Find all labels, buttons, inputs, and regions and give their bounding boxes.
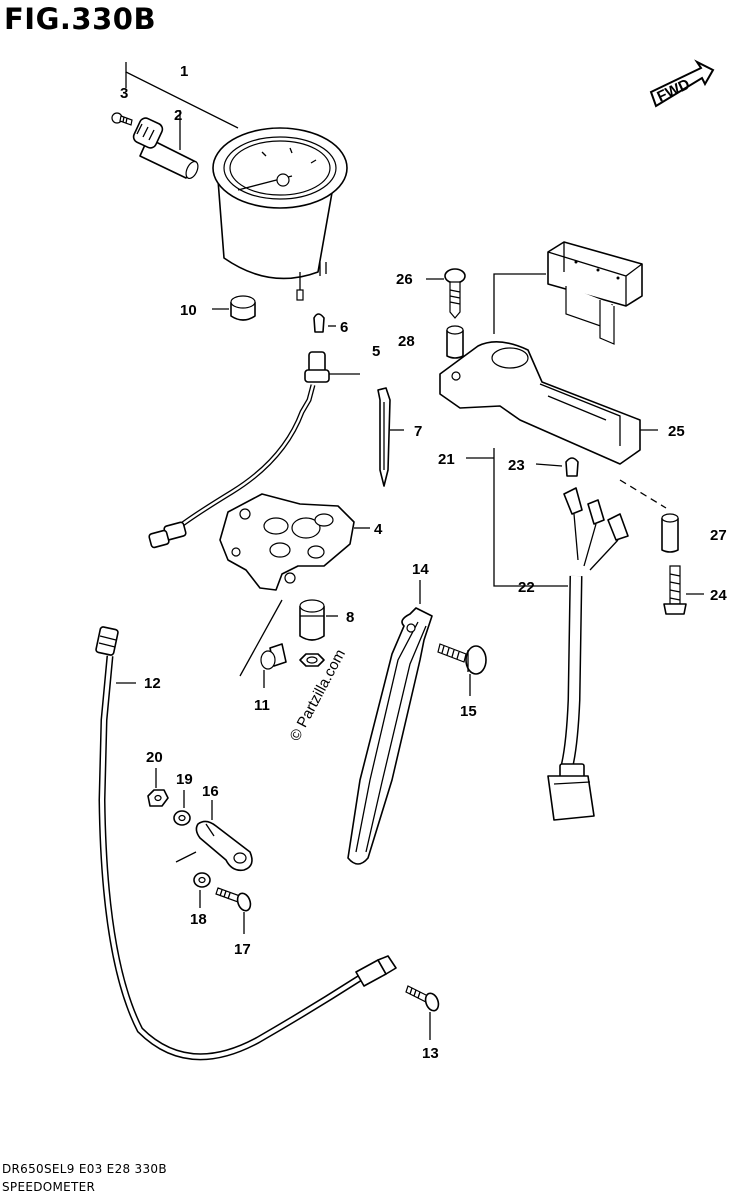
part-25-housing-drawing [439, 241, 658, 465]
callout-2: 2 [174, 107, 182, 124]
speedometer-assembly-drawing [125, 62, 348, 301]
callout-17: 17 [234, 941, 251, 958]
part-27-collar-drawing [619, 479, 679, 553]
callout-11: 11 [254, 697, 270, 714]
callout-13: 13 [422, 1045, 439, 1062]
callout-12: 12 [144, 675, 161, 692]
part-11-bolt-drawing [260, 643, 287, 688]
part-7-cable-tie-drawing [377, 387, 404, 487]
callout-14: 14 [412, 561, 429, 578]
callout-16: 16 [202, 783, 219, 800]
callout-23: 23 [508, 457, 525, 474]
part-26-screw-drawing [426, 268, 466, 319]
callout-19: 19 [176, 771, 193, 788]
part-23-bulb-drawing [535, 457, 579, 477]
part-22-harness-drawing [493, 448, 629, 821]
callout-27: 27 [710, 527, 727, 544]
callout-21: 21 [438, 451, 455, 468]
part-12-cable-drawing [95, 626, 397, 1061]
callout-1: 1 [180, 63, 188, 80]
part-2-drawing [132, 110, 199, 180]
callout-7: 7 [414, 423, 422, 440]
footer-model-code: DR650SEL9 E03 E28 330B [2, 1162, 167, 1176]
callout-26: 26 [396, 271, 413, 288]
callout-3: 3 [120, 85, 128, 102]
callout-18: 18 [190, 911, 207, 928]
flange-nut-drawing [299, 653, 325, 667]
part-14-strap-drawing [347, 580, 433, 865]
callout-8: 8 [346, 609, 354, 626]
callout-20: 20 [146, 749, 163, 766]
part-8-grommet-drawing [299, 599, 338, 641]
fwd-arrow-icon: FWD [649, 59, 715, 108]
callout-22: 22 [518, 579, 535, 596]
part-24-screw-drawing [663, 565, 704, 615]
part-4-bracket-drawing [219, 493, 370, 677]
part-10-drawing [212, 295, 256, 321]
part-6-bulb-drawing [313, 313, 336, 333]
part-3-screw-drawing [111, 112, 133, 126]
callout-24: 24 [710, 587, 727, 604]
callout-4: 4 [374, 521, 383, 538]
part-16-clamp-drawing [175, 800, 253, 872]
callout-15: 15 [460, 703, 477, 720]
callout-6: 6 [340, 319, 348, 336]
part-19-washer-drawing [173, 790, 191, 826]
part-20-nut-drawing [147, 768, 169, 807]
part-28-collar-drawing [446, 325, 464, 359]
figure-title: FIG.330B [4, 2, 157, 36]
callout-5: 5 [372, 343, 380, 360]
part-18-washer-drawing [193, 872, 211, 908]
callout-labels: 1 2 3 4 5 6 7 8 10 11 12 13 14 15 16 17 … [120, 63, 727, 1062]
footer-section-name: SPEEDOMETER [2, 1180, 96, 1194]
part-13-bolt-drawing [405, 985, 440, 1040]
part-17-screw-drawing [215, 887, 252, 934]
part-15-bolt-drawing [437, 643, 487, 696]
callout-10: 10 [180, 302, 197, 319]
callout-28: 28 [398, 333, 415, 350]
callout-25: 25 [668, 423, 685, 440]
part-5-harness-drawing [148, 351, 360, 549]
